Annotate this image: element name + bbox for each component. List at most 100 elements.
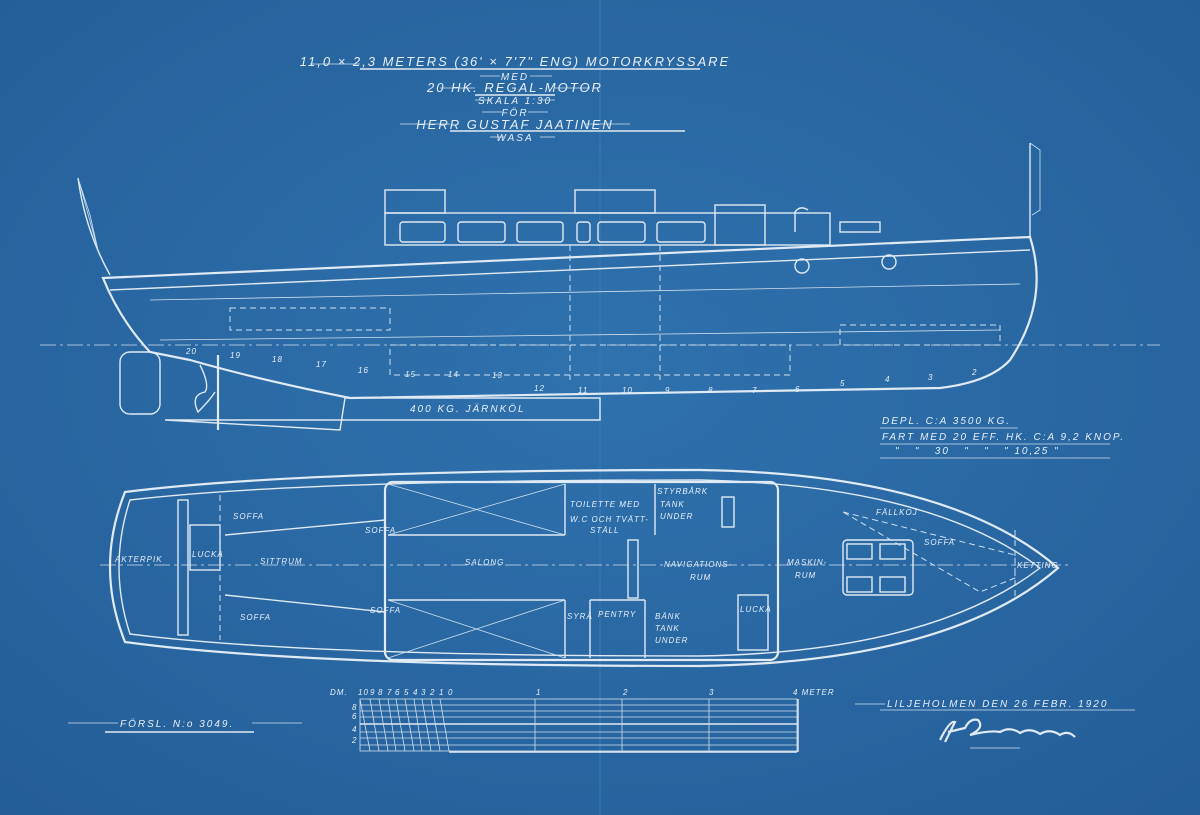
label-toilette: STÄLL xyxy=(590,526,619,535)
label-bank: BÄNK xyxy=(655,612,681,621)
title-line-7: WASA xyxy=(496,133,533,144)
svg-text:2: 2 xyxy=(429,688,435,697)
title-line-3: 20 HK. REGAL-MOTOR xyxy=(426,80,603,95)
svg-text:7: 7 xyxy=(752,386,757,395)
svg-text:6: 6 xyxy=(795,385,800,394)
svg-text:8: 8 xyxy=(378,688,383,697)
svg-text:2: 2 xyxy=(622,688,628,697)
svg-text:1: 1 xyxy=(536,688,541,697)
drawing-number: FÖRSL. N:o 3049. xyxy=(120,718,234,730)
deckhouse-plan xyxy=(383,480,780,662)
stern-flagpole xyxy=(77,177,111,276)
label-bank: UNDER xyxy=(655,636,688,645)
scale-unit-label: DM. xyxy=(330,688,348,697)
svg-text:4: 4 xyxy=(352,725,357,734)
title-line-4: SKALA 1:30 xyxy=(478,96,552,107)
label-fallkoj: FÄLLKOJ xyxy=(876,508,918,517)
svg-text:15: 15 xyxy=(405,370,416,379)
porthole xyxy=(881,254,897,270)
drawing-number-block: FÖRSL. N:o 3049. xyxy=(68,718,302,733)
label-bank: TANK xyxy=(655,624,680,633)
decimeter-ticks: 10 9 8 7 6 5 4 3 2 1 0 xyxy=(358,688,453,697)
label-lucka-aft: LUCKA xyxy=(192,550,224,559)
profile-view: 400 KG. JÄRNKÖL 20 19 18 17 16 15 14 13 … xyxy=(40,142,1160,431)
spec-speed-30hk: " " 30 " " " 10,25 " xyxy=(895,446,1060,457)
scale-bar: DM. 10 9 8 7 6 5 4 3 2 1 0 1 2 3 4 METER… xyxy=(330,688,835,753)
svg-text:13: 13 xyxy=(492,371,503,380)
label-soffa: SOFFA xyxy=(365,526,396,535)
svg-text:0: 0 xyxy=(448,688,453,697)
svg-text:19: 19 xyxy=(230,351,241,360)
label-navigationsrum: NAVIGATIONS- xyxy=(664,560,732,569)
label-lucka-fwd: LUCKA xyxy=(740,605,772,614)
window xyxy=(457,221,506,243)
svg-text:20: 20 xyxy=(185,347,197,356)
label-pentry: PENTRY xyxy=(598,610,636,619)
station-numbers: 20 19 18 17 16 15 14 13 12 11 10 9 8 7 6… xyxy=(185,347,977,395)
hull-plan-outline xyxy=(108,468,1060,668)
svg-text:2: 2 xyxy=(351,736,357,745)
specifications: DEPL. C:A 3500 KG. FART MED 20 EFF. HK. … xyxy=(880,416,1125,459)
label-soffa: SOFFA xyxy=(370,606,401,615)
svg-text:14: 14 xyxy=(448,370,459,379)
keel-label: 400 KG. JÄRNKÖL xyxy=(410,403,526,415)
svg-text:10: 10 xyxy=(358,688,369,697)
label-styrbord: STYRBÅRK xyxy=(657,487,708,496)
label-maskinrum: RUM xyxy=(795,571,816,580)
window xyxy=(576,221,591,243)
svg-text:5: 5 xyxy=(840,379,845,388)
svg-text:4: 4 xyxy=(885,375,890,384)
spec-speed-20hk: FART MED 20 EFF. HK. C:A 9,2 KNOP. xyxy=(882,432,1125,443)
propeller-icon xyxy=(194,364,216,414)
svg-text:12: 12 xyxy=(534,384,545,393)
label-maskinrum: MASKIN- xyxy=(787,558,827,567)
iron-keel xyxy=(164,397,601,431)
svg-text:11: 11 xyxy=(578,386,588,395)
title-line-5: FÖR xyxy=(501,107,528,119)
signature-block: LILJEHOLMEN DEN 26 FEBR. 1920 xyxy=(855,699,1135,749)
svg-text:9: 9 xyxy=(665,386,670,395)
svg-text:3: 3 xyxy=(709,688,714,697)
svg-text:2: 2 xyxy=(971,368,977,377)
svg-text:3: 3 xyxy=(928,373,933,382)
porthole xyxy=(794,258,810,274)
label-toilette: TOILETTE MED xyxy=(570,500,640,509)
svg-text:7: 7 xyxy=(387,688,392,697)
label-syra: SYRÅ xyxy=(567,612,593,621)
svg-text:6: 6 xyxy=(352,712,357,721)
svg-text:4: 4 xyxy=(413,688,418,697)
title-block: 11,0 × 2,3 METERS (36' × 7'7" ENG) MOTOR… xyxy=(300,54,730,144)
svg-text:18: 18 xyxy=(272,355,283,364)
plan-view: AKTERPIK LUCKA SOFFA SITTRUM SOFFA SOFFA… xyxy=(100,468,1070,668)
label-soffa-bow: SOFFA xyxy=(924,538,955,547)
window xyxy=(516,221,564,243)
label-navigationsrum: RUM xyxy=(690,573,711,582)
steering-wheel-icon xyxy=(721,496,735,528)
label-toilette: W.C OCH TVÄTT- xyxy=(570,515,649,524)
label-ketting: KETTING xyxy=(1017,561,1059,570)
rudder xyxy=(119,351,161,415)
label-styrbord: TANK xyxy=(660,500,685,509)
svg-text:16: 16 xyxy=(358,366,369,375)
window xyxy=(597,221,646,243)
svg-text:8: 8 xyxy=(352,703,357,712)
label-salong: SALONG xyxy=(465,558,504,567)
svg-text:17: 17 xyxy=(316,360,327,369)
label-soffa: SOFFA xyxy=(240,613,271,622)
title-line-2: MED xyxy=(501,72,529,83)
svg-text:5: 5 xyxy=(404,688,409,697)
signature xyxy=(939,718,1076,743)
svg-text:3: 3 xyxy=(421,688,426,697)
title-line-1: 11,0 × 2,3 METERS (36' × 7'7" ENG) MOTOR… xyxy=(300,54,730,69)
scale-end-label: 4 METER xyxy=(793,688,835,697)
label-sittrum: SITTRUM xyxy=(260,557,303,566)
window xyxy=(656,221,706,243)
place-date: LILJEHOLMEN DEN 26 FEBR. 1920 xyxy=(887,699,1108,710)
title-line-6: HERR GUSTAF JAATINEN xyxy=(416,117,613,132)
svg-text:1: 1 xyxy=(439,688,444,697)
spec-displacement: DEPL. C:A 3500 KG. xyxy=(882,416,1011,427)
window xyxy=(399,221,446,243)
svg-text:9: 9 xyxy=(370,688,375,697)
label-soffa: SOFFA xyxy=(233,512,264,521)
